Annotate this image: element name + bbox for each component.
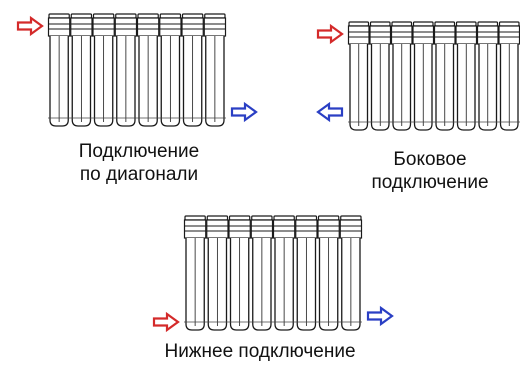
radiator-section <box>250 215 274 331</box>
caption-diagonal-line-2: по диагонали <box>79 164 199 185</box>
radiator-section <box>317 215 340 331</box>
radiator-section <box>228 215 251 331</box>
radiator-section <box>369 21 392 131</box>
radiator-section <box>203 13 227 127</box>
radiator-section <box>272 215 296 331</box>
inlet-arrow-bottom <box>152 311 180 333</box>
radiator-section <box>433 21 456 131</box>
radiator-section <box>339 215 363 331</box>
radiator-section <box>347 21 370 131</box>
radiator-section <box>295 215 318 331</box>
caption-bottom: Нижнее подключение <box>140 340 380 363</box>
radiator-section <box>412 21 435 131</box>
caption-diagonal: Подключение по диагонали <box>44 140 234 186</box>
radiator-section <box>390 21 413 131</box>
radiator-section <box>159 13 182 127</box>
radiator-section <box>498 21 520 131</box>
radiator-section <box>183 215 207 331</box>
caption-side-line-2: подключение <box>371 172 489 193</box>
radiator-section <box>70 13 93 127</box>
outlet-arrow-diagonal <box>230 101 258 123</box>
radiator-section <box>47 13 71 127</box>
caption-side: Боковое подключение <box>340 148 520 194</box>
radiator-section <box>92 13 115 127</box>
outlet-arrow-side <box>316 101 344 123</box>
radiator-side <box>347 21 520 131</box>
radiator-section <box>206 215 229 331</box>
radiator-diagonal <box>47 13 227 127</box>
inlet-arrow-side <box>316 23 344 45</box>
radiator-section <box>455 21 478 131</box>
caption-side-line-1: Боковое <box>393 149 467 170</box>
radiator-bottom <box>183 215 363 331</box>
outlet-arrow-bottom <box>366 305 394 327</box>
inlet-arrow-diagonal <box>16 15 44 37</box>
caption-bottom-line-1: Нижнее подключение <box>164 341 356 362</box>
radiator-section <box>114 13 138 127</box>
radiator-section <box>181 13 204 127</box>
radiator-section <box>136 13 160 127</box>
caption-diagonal-line-1: Подключение <box>78 141 200 162</box>
radiator-section <box>476 21 499 131</box>
